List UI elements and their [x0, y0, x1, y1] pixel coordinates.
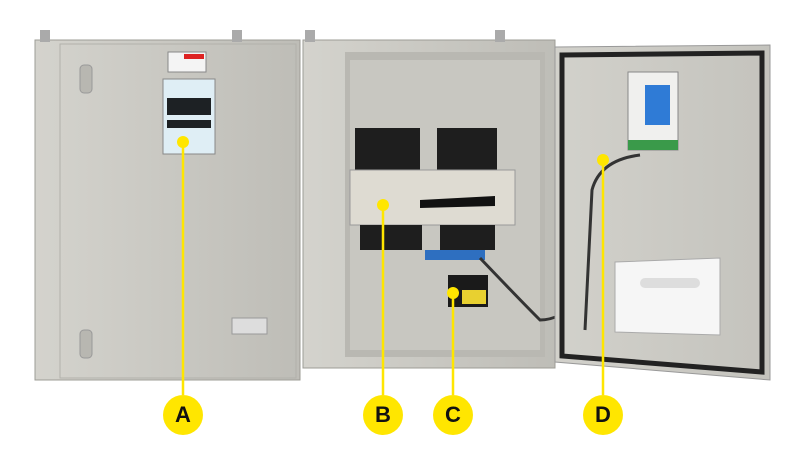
callout-a: A: [163, 395, 203, 435]
callout-d: D: [583, 395, 623, 435]
callout-c: C: [433, 395, 473, 435]
callout-dots: [177, 136, 609, 299]
callout-b: B: [363, 395, 403, 435]
closed-cabinet: [34, 30, 301, 381]
open-cabinet: [302, 30, 582, 369]
open-door: [554, 44, 771, 381]
callout-lines: [181, 142, 605, 395]
